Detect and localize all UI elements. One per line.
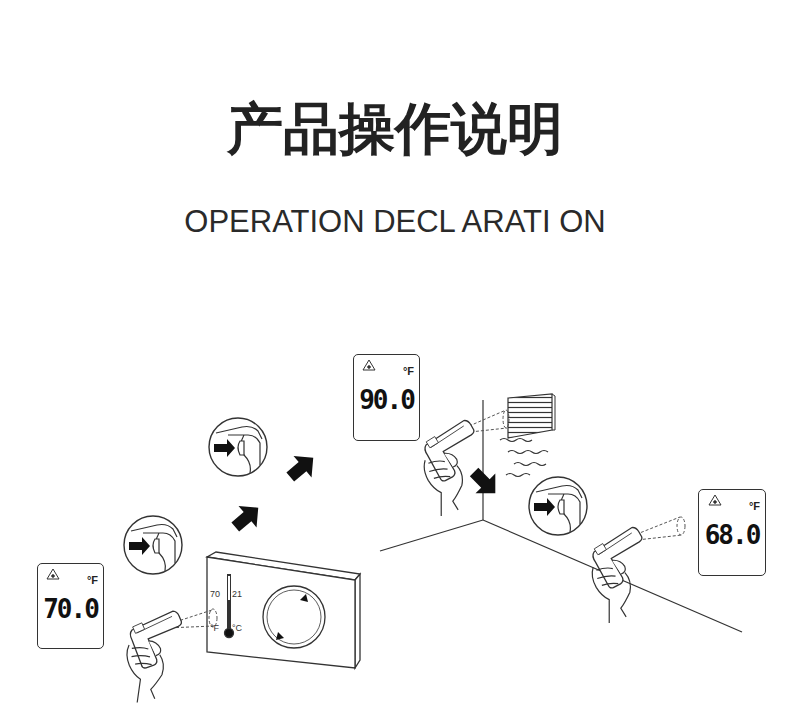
scale-mark: 70 [210,589,220,599]
scale-mark: °C [232,623,242,633]
temperature-reading: 90.0 [359,385,414,415]
lcd-display: °F 90.0 [353,354,420,441]
page-title: 产品操作说明 [0,92,790,168]
lcd-display: °F 70.0 [37,563,104,649]
ir-beam [166,410,685,628]
thermostat [207,552,360,668]
scale-mark: °F [210,623,220,633]
unit-label: °F [403,365,414,377]
laser-warning-icon [47,360,721,579]
temperature-reading: 70.0 [43,594,98,624]
unit-label: °F [749,500,760,512]
temperature-reading: 68.0 [705,520,760,550]
scale-mark: 21 [232,589,242,599]
lcd-display: °F 68.0 [698,489,766,576]
subtitle: OPERATION DECL ARATI ON [0,204,790,240]
heat-waves [500,439,548,477]
air-vent [508,394,555,438]
room-corner [380,400,742,632]
thermostat-scale: 70 21 °F °C [210,589,242,633]
unit-label: °F [87,574,98,586]
